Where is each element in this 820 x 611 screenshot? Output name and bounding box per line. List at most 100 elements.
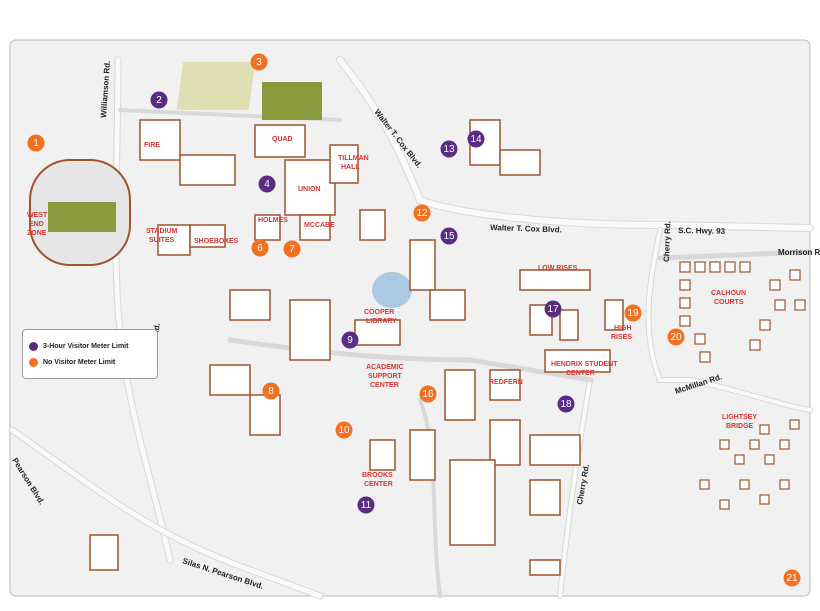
legend-row-meter-3h: 3-Hour Visitor Meter Limit — [29, 342, 128, 351]
parking-marker-number: 4 — [264, 179, 270, 190]
label-bridge: BRIDGE — [726, 423, 754, 430]
reflection-pond — [372, 272, 412, 308]
parking-marker-9[interactable]: 9 — [341, 331, 359, 349]
parking-marker-circle[interactable] — [357, 496, 375, 514]
parking-marker-circle[interactable] — [783, 569, 801, 587]
label-redfern: REDFERN — [489, 379, 523, 386]
building-blocks — [89, 119, 624, 576]
label-courts: COURTS — [714, 299, 744, 306]
parking-marker-number: 12 — [416, 208, 428, 219]
label-cooper: COOPER — [364, 309, 394, 316]
label-union: UNION — [298, 186, 321, 193]
label-lightsey: LIGHTSEY — [722, 414, 757, 421]
label-library: LIBRARY — [366, 318, 397, 325]
parking-marker-circle[interactable] — [150, 91, 168, 109]
road-cherry-top: Cherry Rd. — [662, 221, 672, 262]
parking-marker-number: 11 — [361, 500, 372, 511]
label-calhoun: CALHOUN — [711, 290, 746, 297]
parking-marker-circle[interactable] — [544, 300, 562, 318]
parking-marker-circle[interactable] — [557, 395, 575, 413]
parking-marker-number: 8 — [268, 386, 274, 397]
parking-marker-2[interactable]: 2 — [150, 91, 168, 109]
label-stadium: STADIUM — [146, 228, 178, 235]
label-brooks-center: CENTER — [364, 481, 393, 488]
parking-marker-circle[interactable] — [250, 53, 268, 71]
parking-marker-8[interactable]: 8 — [262, 382, 280, 400]
parking-marker-15[interactable]: 15 — [440, 227, 458, 245]
parking-marker-21[interactable]: 21 — [783, 569, 801, 587]
road-morrison: Morrison Rd. — [778, 248, 820, 257]
parking-marker-number: 10 — [338, 425, 350, 436]
building-labels: FIRE QUAD UNION TILLMAN HALL WEST END ZO… — [27, 136, 757, 488]
parking-marker-number: 15 — [443, 231, 455, 242]
label-academic: ACADEMIC — [366, 364, 404, 371]
parking-marker-number: 17 — [547, 304, 559, 315]
parking-marker-number: 13 — [443, 144, 455, 155]
parking-marker-circle[interactable] — [341, 331, 359, 349]
parking-marker-7[interactable]: 7 — [283, 240, 301, 258]
parking-marker-number: 6 — [257, 243, 263, 254]
parking-marker-number: 1 — [33, 138, 39, 149]
parking-marker-number: 21 — [786, 573, 798, 584]
label-quad: QUAD — [272, 136, 293, 143]
parking-marker-circle[interactable] — [283, 240, 301, 258]
practice-fields — [176, 62, 322, 120]
label-west: WEST — [27, 212, 48, 219]
label-support-center: CENTER — [370, 382, 399, 389]
parking-marker-circle[interactable] — [667, 328, 685, 346]
parking-marker-19[interactable]: 19 — [624, 304, 642, 322]
label-rises: RISES — [611, 334, 632, 341]
label-brooks: BROOKS — [362, 472, 393, 479]
legend-label-no-meter: No Visitor Meter Limit — [43, 359, 116, 366]
parking-marker-circle[interactable] — [413, 204, 431, 222]
parking-marker-14[interactable]: 14 — [467, 130, 485, 148]
parking-marker-17[interactable]: 17 — [544, 300, 562, 318]
parking-marker-16[interactable]: 16 — [419, 385, 437, 403]
parking-marker-number: 7 — [289, 244, 295, 255]
parking-marker-3[interactable]: 3 — [250, 53, 268, 71]
parking-marker-number: 18 — [560, 399, 572, 410]
legend-row-no-meter: No Visitor Meter Limit — [29, 358, 115, 367]
parking-marker-10[interactable]: 10 — [335, 421, 353, 439]
map-legend: 3-Hour Visitor Meter Limit No Visitor Me… — [22, 329, 158, 379]
parking-marker-circle[interactable] — [624, 304, 642, 322]
road-walter-cox-east: Walter T. Cox Blvd. — [490, 223, 562, 234]
label-hall: HALL — [341, 164, 360, 171]
parking-marker-1[interactable]: 1 — [27, 134, 45, 152]
parking-marker-number: 3 — [256, 57, 262, 68]
road-sc-hwy: S.C. Hwy. 93 — [678, 226, 726, 236]
label-suites: SUITES — [149, 237, 175, 244]
parking-marker-number: 16 — [422, 389, 434, 400]
parking-marker-4[interactable]: 4 — [258, 175, 276, 193]
label-fire: FIRE — [144, 142, 160, 149]
parking-marker-6[interactable]: 6 — [251, 239, 269, 257]
parking-marker-circle[interactable] — [335, 421, 353, 439]
parking-marker-number: 19 — [627, 308, 639, 319]
label-tillman: TILLMAN — [338, 155, 369, 162]
memorial-stadium — [29, 159, 131, 266]
label-end: END — [29, 221, 44, 228]
label-support: SUPPORT — [368, 373, 403, 380]
parking-marker-number: 20 — [670, 332, 682, 343]
parking-marker-20[interactable]: 20 — [667, 328, 685, 346]
parking-marker-13[interactable]: 13 — [440, 140, 458, 158]
parking-marker-11[interactable]: 11 — [357, 496, 375, 514]
legend-dot-no-meter — [29, 358, 38, 367]
housing-clusters — [679, 261, 806, 510]
parking-marker-circle[interactable] — [440, 140, 458, 158]
parking-marker-circle[interactable] — [262, 382, 280, 400]
parking-marker-circle[interactable] — [27, 134, 45, 152]
label-holmes: HOLMES — [258, 217, 288, 224]
parking-marker-circle[interactable] — [251, 239, 269, 257]
parking-marker-circle[interactable] — [258, 175, 276, 193]
parking-marker-18[interactable]: 18 — [557, 395, 575, 413]
label-hendrix: HENDRIX STUDENT — [551, 361, 618, 368]
label-high: HIGH — [614, 325, 632, 332]
label-hendrix-center: CENTER — [566, 370, 595, 377]
parking-marker-circle[interactable] — [440, 227, 458, 245]
parking-marker-12[interactable]: 12 — [413, 204, 431, 222]
parking-marker-circle[interactable] — [467, 130, 485, 148]
parking-marker-circle[interactable] — [419, 385, 437, 403]
label-shoeboxes: SHOEBOXES — [194, 238, 239, 245]
